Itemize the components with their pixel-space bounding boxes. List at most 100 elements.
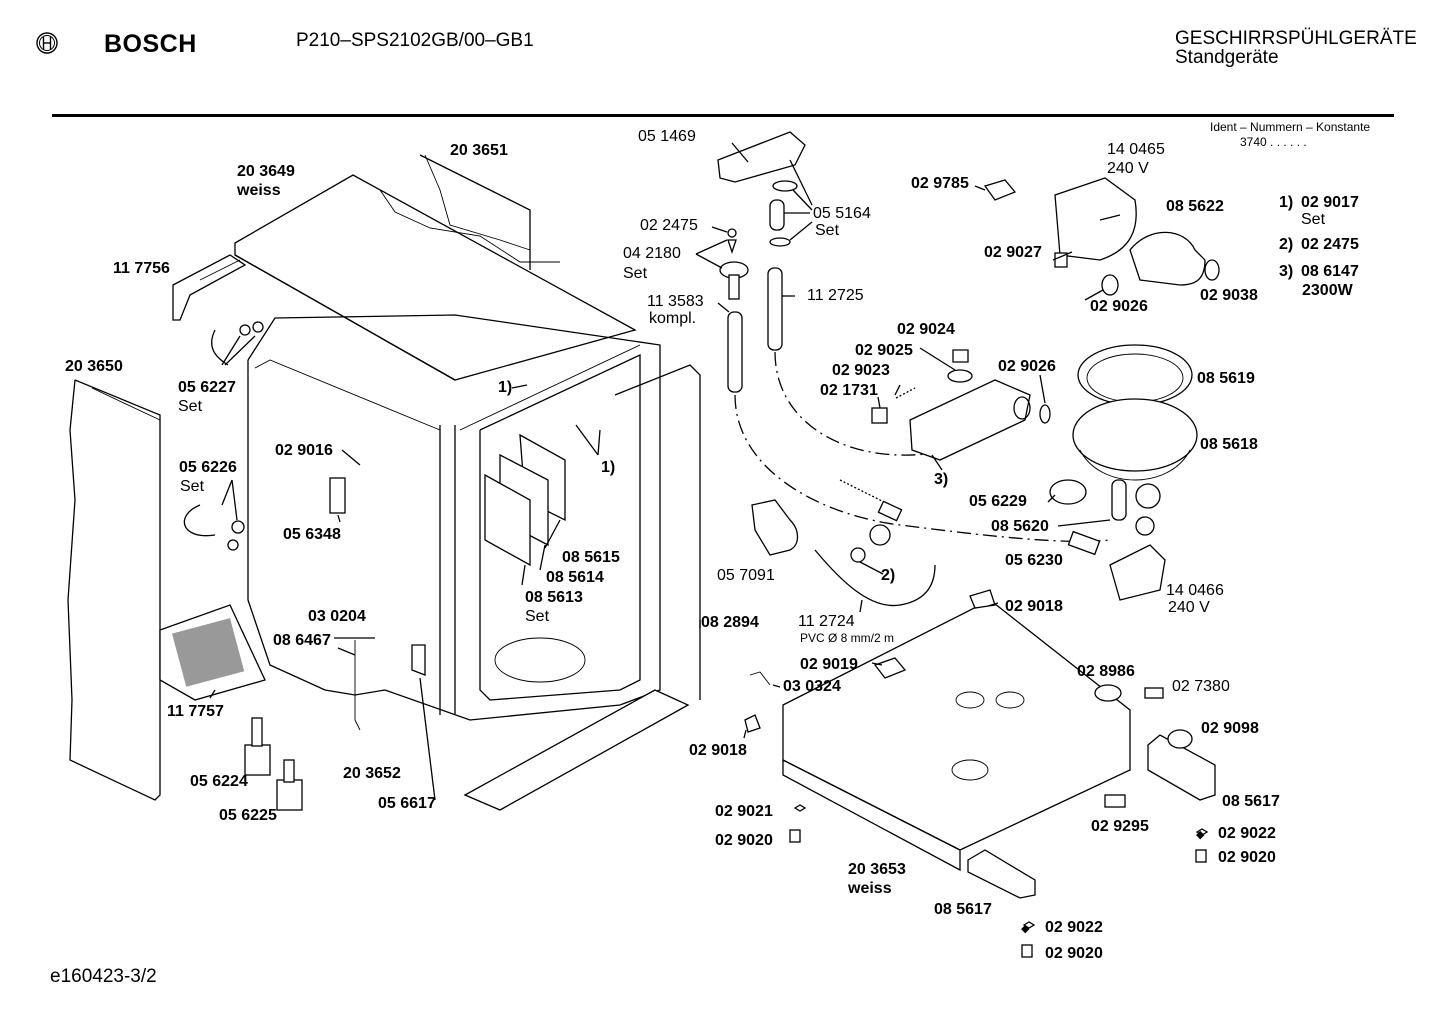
part-label: 08 5614	[546, 569, 604, 586]
header-divider	[52, 114, 1394, 117]
part-label: 14 0465	[1107, 141, 1165, 158]
part-label: 08 5617	[1222, 793, 1280, 810]
part-label: 14 0466	[1166, 582, 1224, 599]
part-label: 05 6617	[378, 795, 436, 812]
part-label: 02 9018	[689, 742, 747, 759]
footnote-note: 2300W	[1302, 282, 1353, 299]
part-label: 11 7757	[167, 703, 224, 720]
ident-value: 3740 . . . . . .	[1240, 135, 1307, 149]
part-label: 03 0324	[783, 678, 841, 695]
drain-pump-140466	[1109, 544, 1166, 601]
part-label: 05 6225	[219, 807, 277, 824]
part-note: kompl.	[649, 310, 697, 327]
footnote-part: 02 9017	[1301, 194, 1359, 211]
part-label: 08 5613	[525, 589, 583, 606]
washer-icon: ◆	[1021, 923, 1030, 935]
part-label: 08 5619	[1197, 370, 1255, 387]
part-label: 02 9023	[832, 362, 890, 379]
part-note: Set	[623, 265, 648, 282]
part-label: 11 3583	[647, 293, 704, 310]
part-label: 05 6227	[178, 379, 236, 396]
part-label: 08 5617	[934, 901, 992, 918]
footnote-key: 3)	[1279, 263, 1294, 280]
footnote-part: 02 2475	[1301, 236, 1359, 253]
bracket-117756	[172, 254, 247, 321]
footnote-ref: 2)	[881, 567, 896, 584]
part-label: 20 3649	[237, 163, 295, 180]
side-panel-left	[67, 379, 161, 801]
part-label: 02 9785	[911, 175, 969, 192]
part-label: 08 2894	[701, 614, 759, 631]
footnote-part: 08 6147	[1301, 263, 1359, 280]
part-note: Set	[815, 222, 840, 239]
part-label: 02 1731	[820, 382, 878, 399]
part-label: 02 9025	[855, 342, 913, 359]
part-label: 05 6226	[179, 459, 237, 476]
part-label: 02 9026	[998, 358, 1056, 375]
part-label: 02 2475	[640, 217, 698, 234]
subcategory-title: Standgeräte	[1175, 47, 1279, 68]
part-note: 240 V	[1168, 599, 1210, 616]
footnote-ref: 1)	[601, 459, 616, 476]
part-label: 02 9018	[1005, 598, 1063, 615]
handle-051469	[717, 131, 806, 183]
part-label: 02 9024	[897, 321, 955, 338]
brand-name: BOSCH	[104, 30, 197, 58]
part-label: 02 9020	[1045, 945, 1103, 962]
part-label: 08 5622	[1166, 198, 1224, 215]
footnote-ref: 3)	[934, 471, 949, 488]
kickplate-strip	[463, 689, 690, 811]
cabinet-frame	[247, 314, 661, 721]
inlet-valve	[751, 499, 799, 556]
part-label: 08 5618	[1200, 436, 1258, 453]
part-label: 20 3652	[343, 765, 401, 782]
part-label: 02 9038	[1200, 287, 1258, 304]
part-label: 02 9020	[1218, 849, 1276, 866]
part-label: 02 8986	[1077, 663, 1135, 680]
part-label: 08 5620	[991, 518, 1049, 535]
part-note: weiss	[237, 182, 281, 199]
door-seal	[614, 364, 701, 700]
document-id: e160423-3/2	[50, 966, 157, 987]
part-label: 05 7091	[717, 567, 775, 584]
footnote-note: Set	[1301, 211, 1326, 228]
part-label: 20 3653	[848, 861, 906, 878]
part-note: 240 V	[1107, 160, 1149, 177]
part-label: 05 6230	[1005, 552, 1063, 569]
ident-label: Ident – Nummern – Konstante	[1210, 120, 1371, 134]
motor-140465	[1054, 177, 1137, 261]
part-label: 08 6467	[273, 632, 331, 649]
part-label: 04 2180	[623, 245, 681, 262]
part-label: 02 9295	[1091, 818, 1149, 835]
part-label: 03 0204	[308, 608, 366, 625]
part-label: 05 5164	[813, 205, 871, 222]
part-label: 05 6229	[969, 493, 1027, 510]
part-label: 08 5615	[562, 549, 620, 566]
sump	[1072, 398, 1198, 472]
part-label: 02 9098	[1201, 720, 1259, 737]
footnote-ref: 1)	[498, 379, 513, 396]
washer-icon: ◆	[1196, 829, 1205, 841]
part-note: PVC Ø 8 mm/2 m	[800, 631, 895, 645]
part-label: 02 9027	[984, 244, 1042, 261]
heater-housing	[909, 379, 1031, 461]
tub-opening	[479, 353, 641, 701]
part-label: 20 3650	[65, 358, 123, 375]
part-label: 02 9016	[275, 442, 333, 459]
part-label: 11 2725	[807, 287, 864, 304]
category-title: GESCHIRRSPÜHLGERÄTE	[1175, 28, 1417, 49]
part-label: 02 7380	[1172, 678, 1230, 695]
part-label: 02 9022	[1218, 825, 1276, 842]
part-label: 05 6348	[283, 526, 341, 543]
model-number: P210–SPS2102GB/00–GB1	[296, 30, 534, 51]
part-label: 20 3651	[450, 142, 508, 159]
part-label: 05 1469	[638, 128, 696, 145]
footnote-key: 1)	[1279, 194, 1294, 211]
part-label: 02 9021	[715, 803, 773, 820]
part-note: Set	[525, 608, 550, 625]
part-label: 11 2724	[798, 613, 855, 630]
part-note: weiss	[848, 880, 892, 897]
part-label: 02 9020	[715, 832, 773, 849]
part-label: 02 9026	[1090, 298, 1148, 315]
